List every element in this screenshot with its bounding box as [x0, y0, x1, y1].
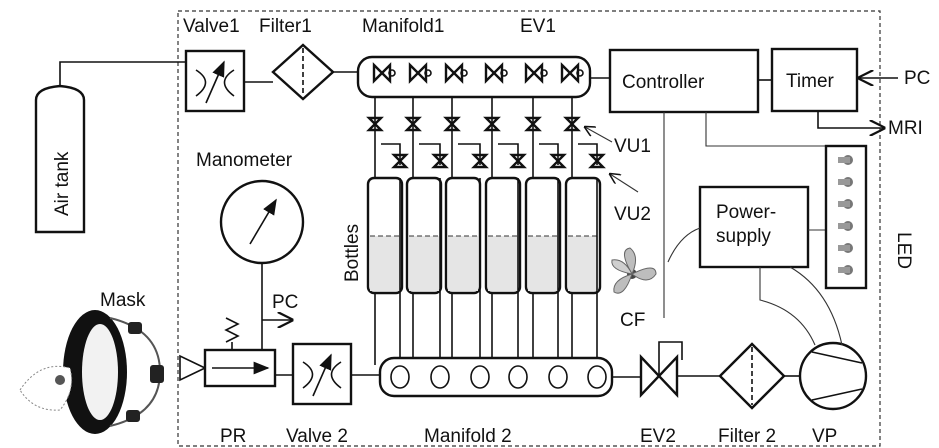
- mri-output-arrow: [817, 111, 884, 128]
- ev1-valve: [408, 62, 432, 84]
- mask: [19, 310, 164, 434]
- vp: [798, 341, 868, 411]
- manifold1-label: Manifold1: [362, 16, 444, 37]
- led-panel: [824, 144, 868, 290]
- wire-power-vp-b: [789, 266, 843, 346]
- ev1-valve: [524, 62, 548, 84]
- cf-label: CF: [620, 310, 645, 331]
- ev1-label: EV1: [520, 16, 556, 37]
- manometer: [219, 179, 305, 265]
- ev1-valve: [484, 62, 508, 84]
- bottle-outlets: [399, 178, 598, 360]
- ev1-valve: [372, 62, 396, 84]
- timer-label: Timer: [786, 71, 835, 92]
- vu2-label: VU2: [614, 204, 651, 225]
- filter2: [718, 342, 786, 410]
- led-array: [838, 155, 853, 275]
- filter1: [271, 43, 335, 101]
- bottle: [564, 176, 602, 295]
- ev2-label: EV2: [640, 426, 676, 447]
- vu1-valves: [366, 116, 581, 132]
- controller-box: [608, 48, 760, 114]
- mask-label: Mask: [100, 290, 146, 311]
- air-tank-label: Air tank: [52, 151, 73, 216]
- power-supply-line2: supply: [716, 226, 771, 247]
- wire-power-vp: [759, 267, 816, 346]
- wire-power-cf: [667, 227, 701, 263]
- manifold1: [356, 55, 592, 99]
- bottle-array: [366, 97, 606, 365]
- bottles-label: Bottles: [342, 224, 363, 282]
- system-boundary: [177, 10, 881, 447]
- ev1-valve: [444, 62, 468, 84]
- power-supply-box: [698, 185, 810, 269]
- pr-label: PR: [220, 426, 246, 447]
- controller-label: Controller: [622, 72, 705, 93]
- ev1-valves: [372, 62, 584, 84]
- bottle: [484, 176, 522, 295]
- valve2-label: Valve 2: [286, 426, 348, 447]
- filter1-label: Filter1: [259, 16, 312, 37]
- cf-fan: [611, 247, 657, 294]
- tank-pipe: [59, 61, 187, 86]
- filter2-label: Filter 2: [718, 426, 776, 447]
- valve2: [291, 342, 353, 406]
- pr: [203, 317, 277, 388]
- air-tank: Air tank: [34, 84, 86, 234]
- ev2: [639, 341, 683, 399]
- bottle: [444, 176, 482, 295]
- wire-controller-led: [705, 112, 826, 147]
- valve1: [184, 49, 246, 113]
- timer-box: [770, 47, 859, 113]
- vu2-bypass: [381, 143, 598, 165]
- vu1-pointer: [585, 127, 613, 143]
- vu1-label: VU1: [614, 136, 651, 157]
- mask-pipe: [179, 354, 206, 382]
- power-supply-line1: Power-: [716, 202, 776, 223]
- vp-label: VP: [812, 426, 837, 447]
- bottle: [405, 176, 443, 295]
- led-label: LED: [893, 232, 914, 269]
- vu2-valves: [391, 153, 606, 169]
- manifold2: [378, 356, 614, 398]
- bottle: [366, 176, 404, 295]
- mri-label: MRI: [888, 118, 923, 139]
- ev1-valve: [560, 62, 584, 84]
- pc-input-label: PC: [904, 68, 930, 89]
- valve1-label: Valve1: [183, 16, 240, 37]
- bottle: [524, 176, 562, 295]
- manifold2-label: Manifold 2: [424, 426, 512, 447]
- vu2-pointer: [610, 174, 639, 193]
- bottles: [366, 176, 602, 295]
- manometer-label: Manometer: [196, 150, 293, 171]
- pc-pressure-label: PC: [272, 292, 298, 313]
